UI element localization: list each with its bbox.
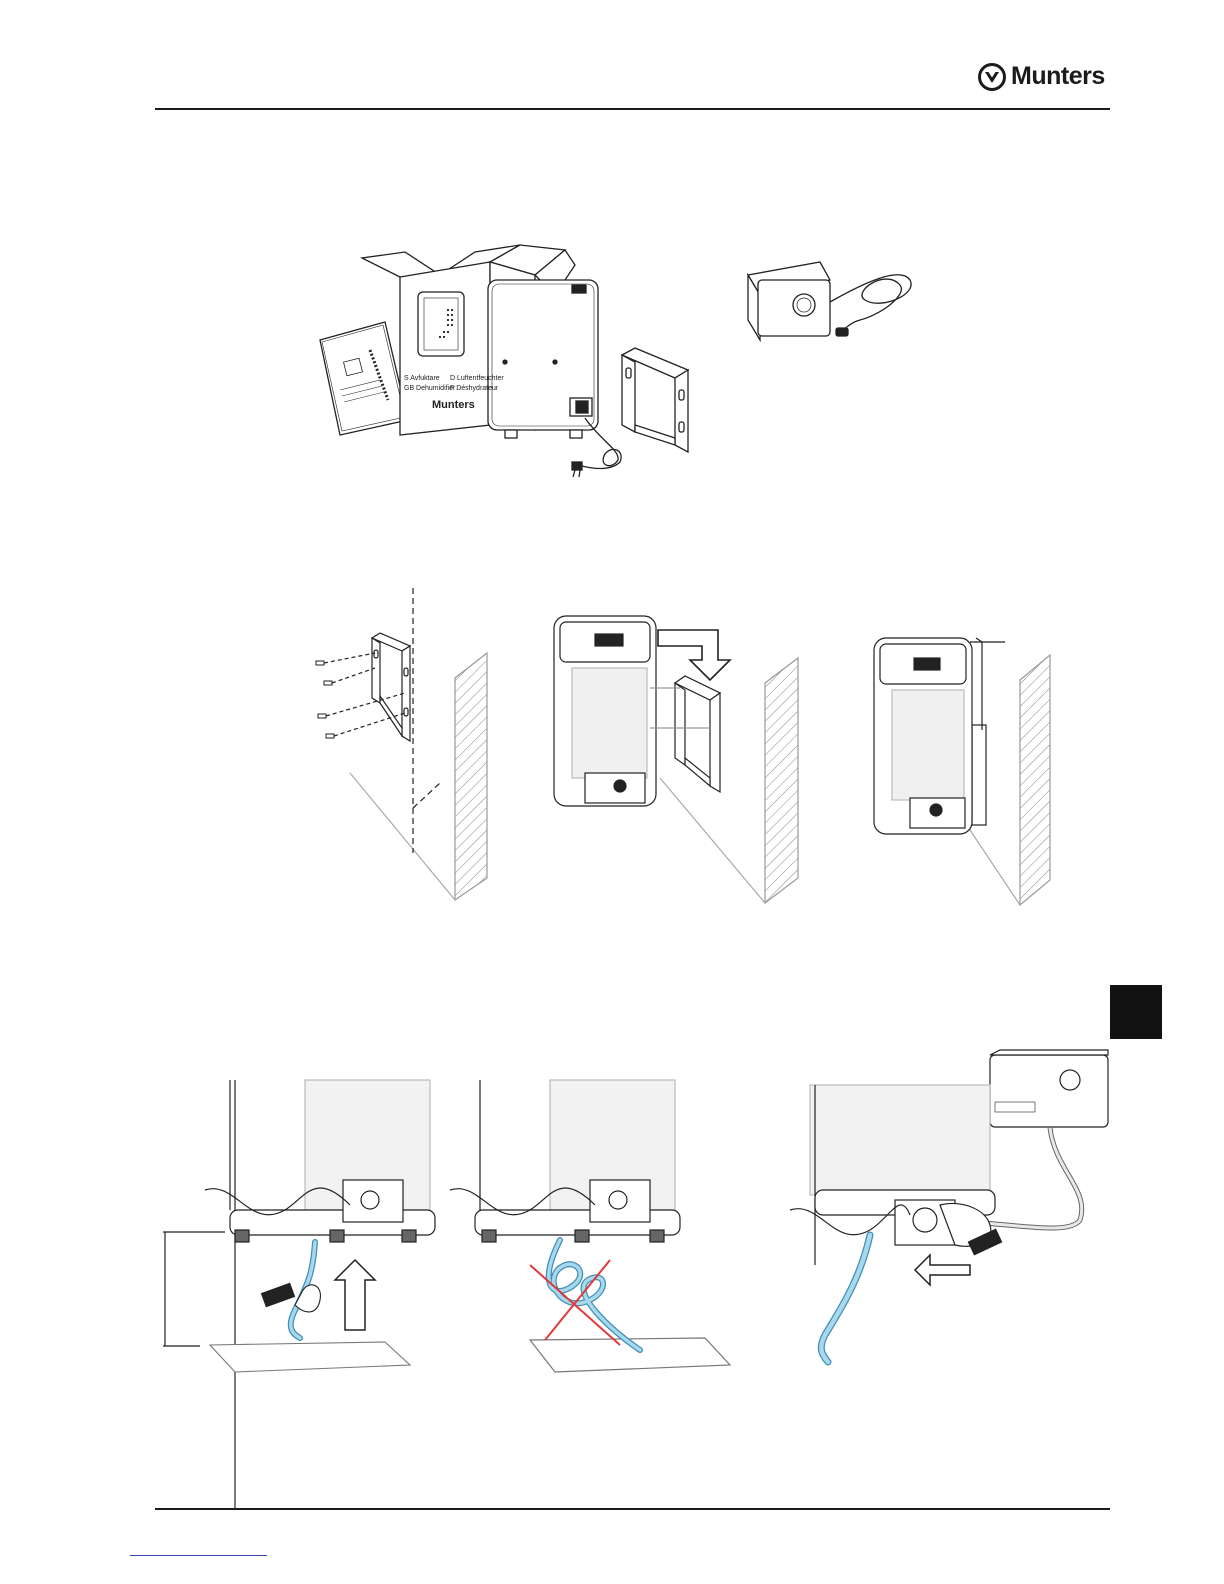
footer-rule bbox=[155, 1508, 1110, 1510]
box-label-line1-left: S Avfuktare bbox=[404, 375, 440, 382]
delivery-contents-illustration: S Avfuktare D Luftentfeuchter GB Dehumid… bbox=[300, 240, 940, 490]
cross-icon bbox=[530, 1260, 620, 1345]
humidistat-connection-illustration bbox=[790, 1050, 1120, 1390]
section-tab bbox=[1110, 985, 1162, 1039]
drain-hose-illustration bbox=[155, 1080, 415, 1380]
hang-unit-illustration bbox=[550, 608, 810, 908]
box-label-line1-right: D Luftentfeuchter bbox=[450, 375, 504, 382]
unit-on-wall-illustration bbox=[870, 630, 1070, 910]
box-label-line2-left: GB Dehumidifier bbox=[404, 385, 456, 392]
footer-link-underline bbox=[130, 1555, 267, 1556]
bracket-mounting-illustration bbox=[310, 588, 500, 908]
box-label-brand: Munters bbox=[432, 399, 475, 411]
munters-logo-mark bbox=[978, 63, 1006, 91]
munters-logo: Munters bbox=[978, 62, 1105, 91]
box-label-line2-right: F Déshydrateur bbox=[450, 385, 499, 392]
header-rule bbox=[155, 108, 1110, 110]
incorrect-hose-illustration bbox=[450, 1080, 750, 1380]
munters-logo-text: Munters bbox=[1011, 62, 1105, 91]
